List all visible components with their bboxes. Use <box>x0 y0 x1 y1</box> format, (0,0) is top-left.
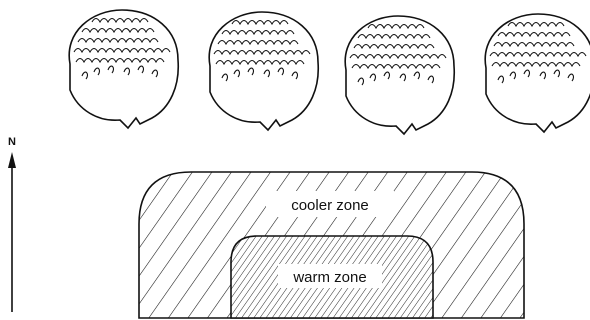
warm-zone-label: warm zone <box>292 269 366 286</box>
cooler-zone-label: cooler zone <box>291 197 369 214</box>
coral-colony-icon <box>209 12 318 130</box>
north-label: N <box>8 136 16 148</box>
coral-colonies <box>69 10 590 134</box>
coral-colony-icon <box>345 16 454 134</box>
coral-colony-icon <box>69 10 178 128</box>
coral-colony-icon <box>485 14 590 132</box>
north-indicator: N <box>8 136 16 312</box>
north-arrow-icon <box>8 152 16 312</box>
